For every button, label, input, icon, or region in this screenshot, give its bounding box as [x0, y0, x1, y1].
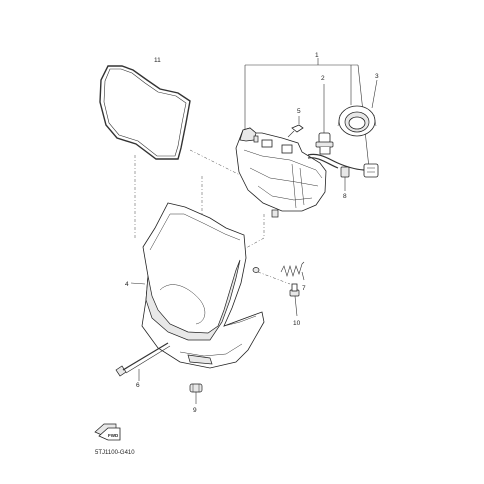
callout-6: 6	[136, 382, 140, 389]
wiring-harness	[307, 153, 379, 178]
part-9-grommet	[189, 383, 203, 404]
part-3-socket-ring	[337, 79, 378, 137]
callout-5: 5	[297, 108, 301, 115]
callout-2: 2	[321, 75, 325, 82]
part-6-long-bolt	[115, 342, 171, 381]
part-10-bolt	[289, 283, 300, 317]
figure-code: 5TJ1100-G410	[95, 450, 135, 456]
callout-9: 9	[193, 407, 197, 414]
callout-8: 8	[343, 193, 347, 200]
front-badge-text: FWD	[108, 433, 119, 438]
callout-3: 3	[375, 73, 379, 80]
callout-10: 10	[293, 320, 301, 327]
callout-11: 11	[154, 57, 161, 64]
callout-7: 7	[302, 285, 306, 292]
part-4-cowling	[141, 202, 265, 369]
part-2-bulb	[315, 84, 334, 155]
part-5-screw	[287, 116, 304, 138]
part-11-gasket	[99, 65, 191, 160]
callout-4: 4	[125, 281, 129, 288]
headlight-unit	[235, 127, 327, 218]
callout-1: 1	[315, 52, 319, 59]
front-direction-badge: FWD	[94, 423, 121, 441]
part-4-leader	[130, 282, 146, 285]
part-7-spring	[280, 261, 305, 281]
